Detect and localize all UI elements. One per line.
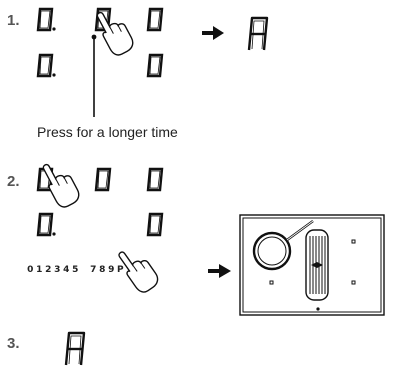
step-number-1: 1. bbox=[7, 12, 20, 29]
power-level-slider[interactable]: 0123456789P bbox=[27, 265, 126, 275]
result-letter-a bbox=[247, 16, 269, 51]
power-level-label: 2 bbox=[45, 265, 54, 275]
power-level-label: P bbox=[117, 265, 127, 275]
press-longer-caption: Press for a longer time bbox=[37, 124, 178, 140]
power-level-label: 5 bbox=[72, 265, 81, 275]
cooktop-illustration bbox=[239, 214, 385, 316]
power-level-label: 0 bbox=[27, 265, 36, 275]
step3-result-letter-a bbox=[64, 331, 86, 366]
arrow-right-icon bbox=[202, 26, 224, 40]
power-level-label: 3 bbox=[54, 265, 63, 275]
power-level-label: 6 bbox=[81, 265, 90, 275]
power-level-label: 7 bbox=[90, 265, 99, 275]
vent-icon bbox=[305, 229, 329, 301]
finger-icon bbox=[42, 163, 80, 208]
arrow-right-icon bbox=[208, 264, 231, 278]
power-level-label: 4 bbox=[63, 265, 72, 275]
digit-step2-bottom-2 bbox=[146, 212, 164, 237]
digit-step1-bottom-2 bbox=[146, 53, 164, 78]
digit-step2-top-3 bbox=[146, 167, 164, 192]
finger-icon bbox=[96, 11, 134, 56]
digit-step1-bottom-1 bbox=[36, 53, 56, 78]
step2-display bbox=[36, 163, 385, 316]
digit-step1-top-1 bbox=[36, 7, 56, 32]
step-number-2: 2. bbox=[7, 173, 20, 190]
power-level-label: 1 bbox=[36, 265, 45, 275]
finger-icon bbox=[118, 251, 159, 293]
power-level-label: 8 bbox=[99, 265, 108, 275]
digit-step2-top-2 bbox=[94, 167, 112, 192]
digit-step2-bottom-1 bbox=[36, 212, 56, 237]
pan-icon bbox=[252, 231, 292, 271]
digit-step1-top-3 bbox=[146, 7, 164, 32]
power-level-label: 9 bbox=[108, 265, 117, 275]
step-number-3: 3. bbox=[7, 335, 20, 352]
step1-display bbox=[36, 7, 269, 117]
